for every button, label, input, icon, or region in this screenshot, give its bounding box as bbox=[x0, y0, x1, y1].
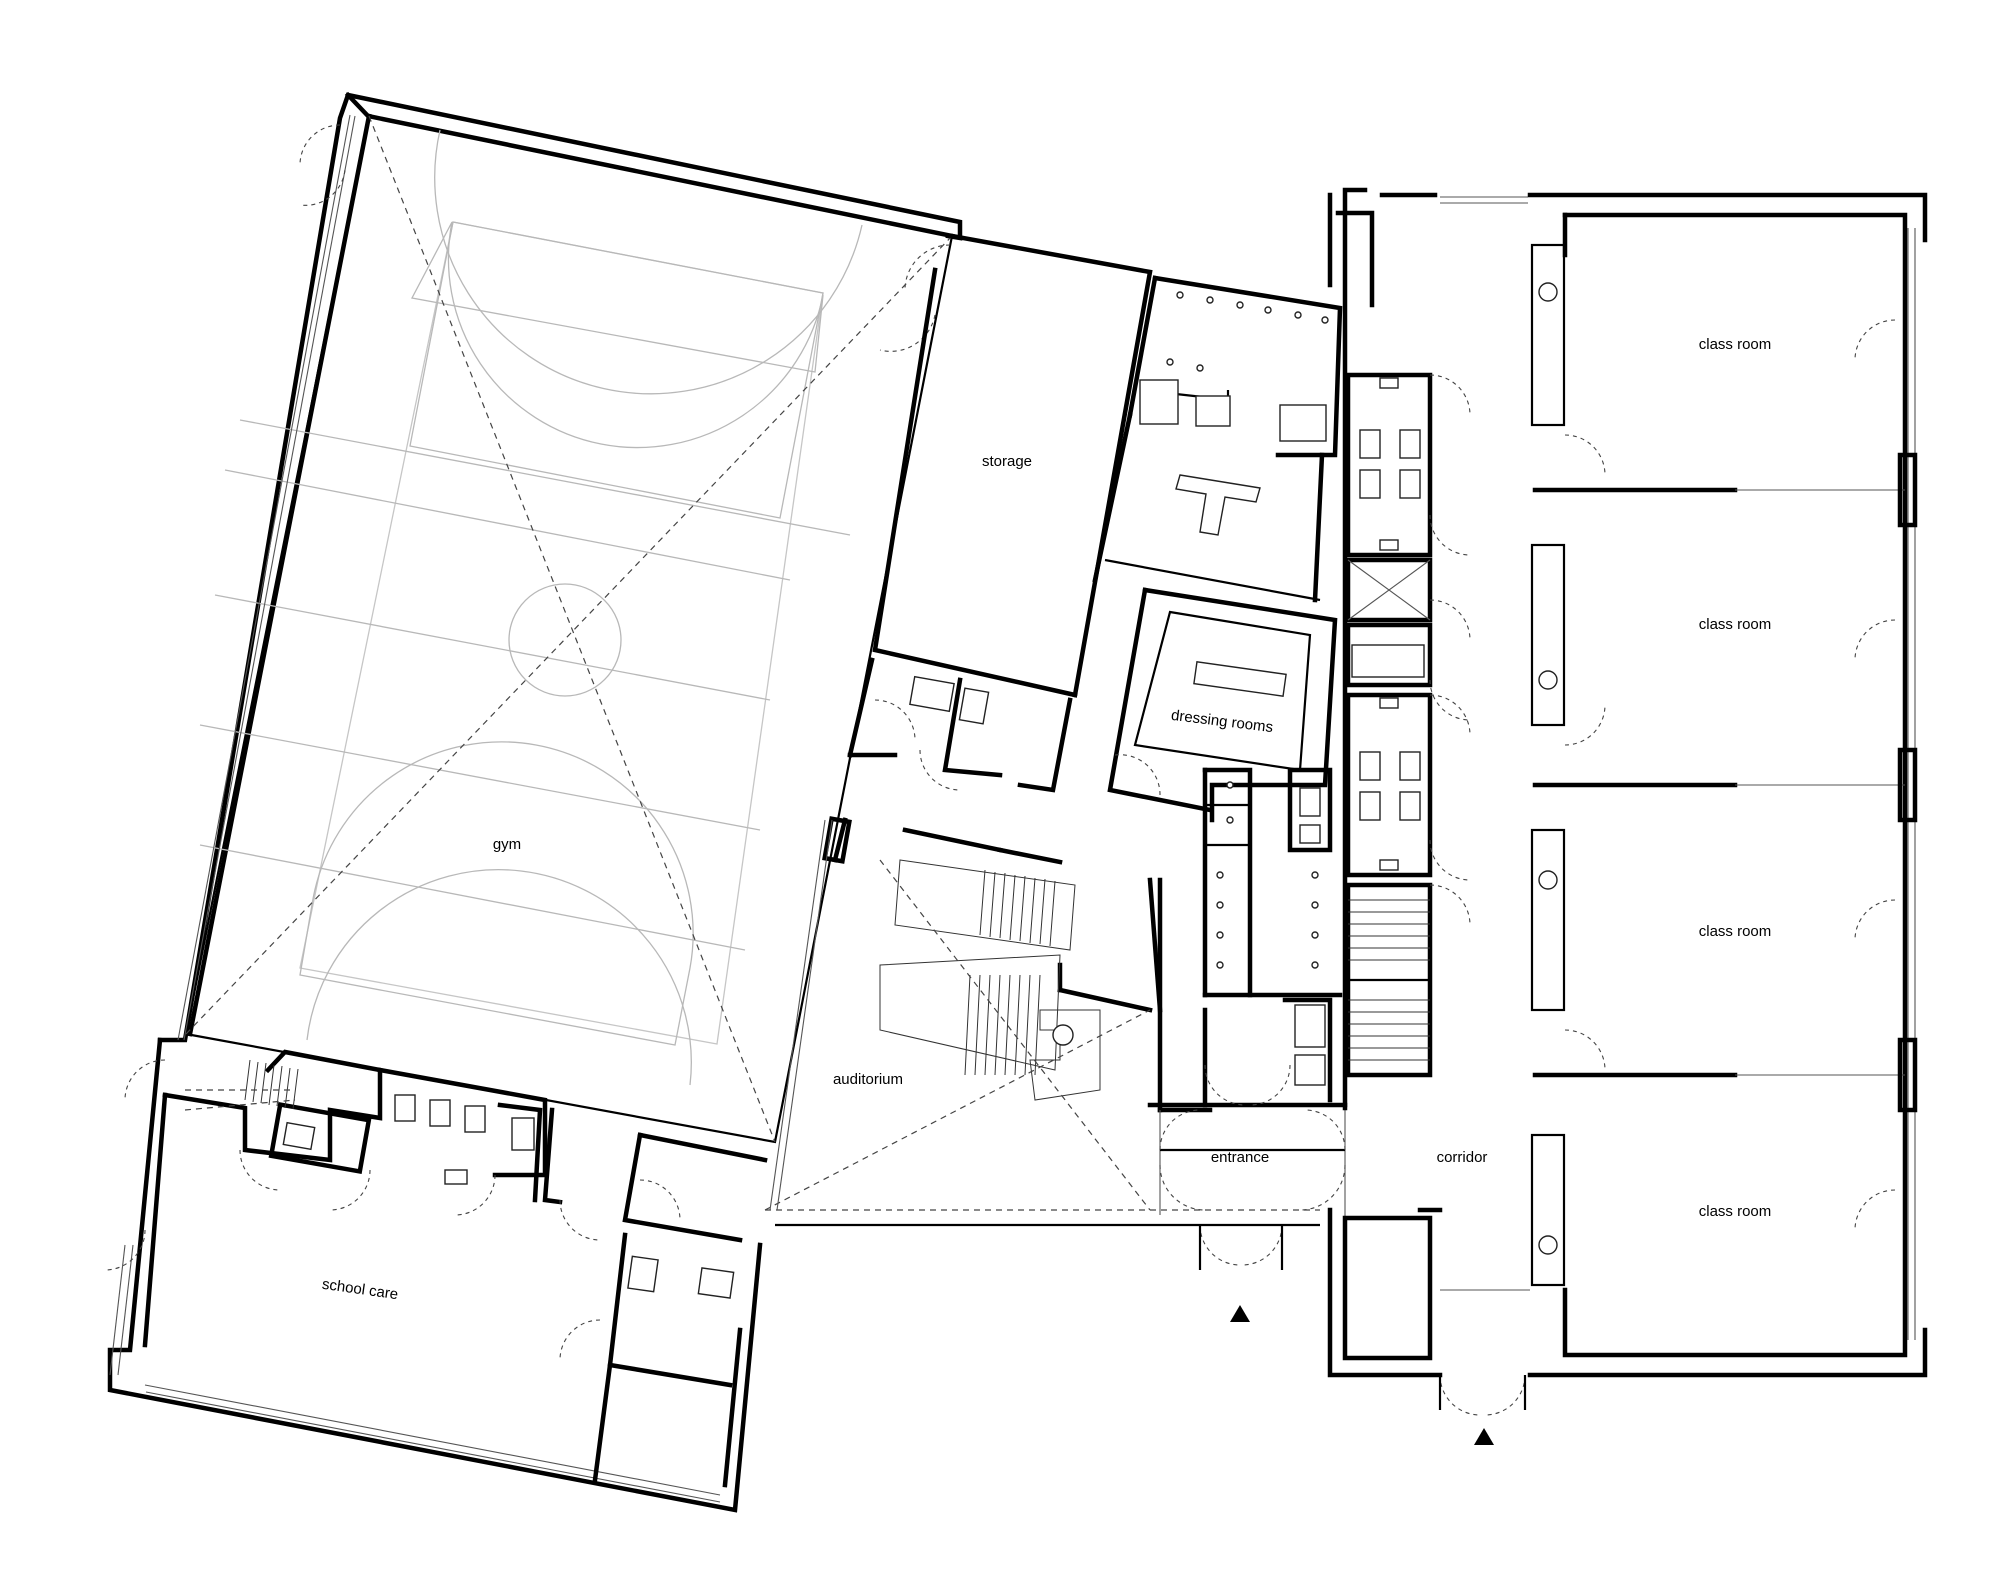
school-care-stairs bbox=[244, 1059, 299, 1110]
gym-court-lines bbox=[199, 129, 863, 1086]
room-label-class-room-3: class room bbox=[1699, 923, 1772, 940]
room-label-entrance: entrance bbox=[1211, 1149, 1269, 1166]
school-care-wc-fixtures bbox=[394, 1094, 486, 1185]
room-label-dressing-rooms: dressing rooms bbox=[1170, 707, 1274, 736]
wc-entrance-block bbox=[1147, 767, 1348, 1108]
entrance-area bbox=[1159, 1105, 1346, 1270]
corridor-stairs bbox=[1345, 882, 1433, 1078]
corridor-wc-fixtures bbox=[1359, 377, 1421, 871]
classroom-wing bbox=[1527, 192, 1928, 1378]
gym-wing bbox=[157, 91, 963, 1144]
shower-heads-lower bbox=[1216, 871, 1319, 969]
classroom-windows bbox=[1897, 228, 1918, 1340]
room-label-auditorium: auditorium bbox=[833, 1071, 903, 1088]
school-care-wing bbox=[104, 1037, 768, 1513]
auditorium-block bbox=[764, 816, 1320, 1227]
dressing-rooms-block bbox=[1107, 587, 1338, 823]
room-label-class-room-1: class room bbox=[1699, 336, 1772, 353]
storage-block bbox=[847, 233, 1153, 793]
entrance-marker-main bbox=[1230, 1305, 1250, 1322]
room-label-class-room-2: class room bbox=[1699, 616, 1772, 633]
room-label-school-care: school care bbox=[321, 1276, 399, 1304]
room-label-storage: storage bbox=[982, 453, 1032, 470]
room-label-corridor: corridor bbox=[1437, 1149, 1488, 1166]
shower-heads bbox=[1166, 291, 1329, 372]
corridor-core bbox=[1327, 187, 1530, 1416]
entrance-marker-corridor bbox=[1474, 1428, 1494, 1445]
shower-block bbox=[1092, 275, 1343, 603]
room-label-class-room-4: class room bbox=[1699, 1203, 1772, 1220]
room-label-gym: gym bbox=[493, 836, 521, 853]
auditorium-stairs-upper bbox=[894, 859, 1076, 951]
auditorium-stairs-lower bbox=[879, 954, 1101, 1101]
